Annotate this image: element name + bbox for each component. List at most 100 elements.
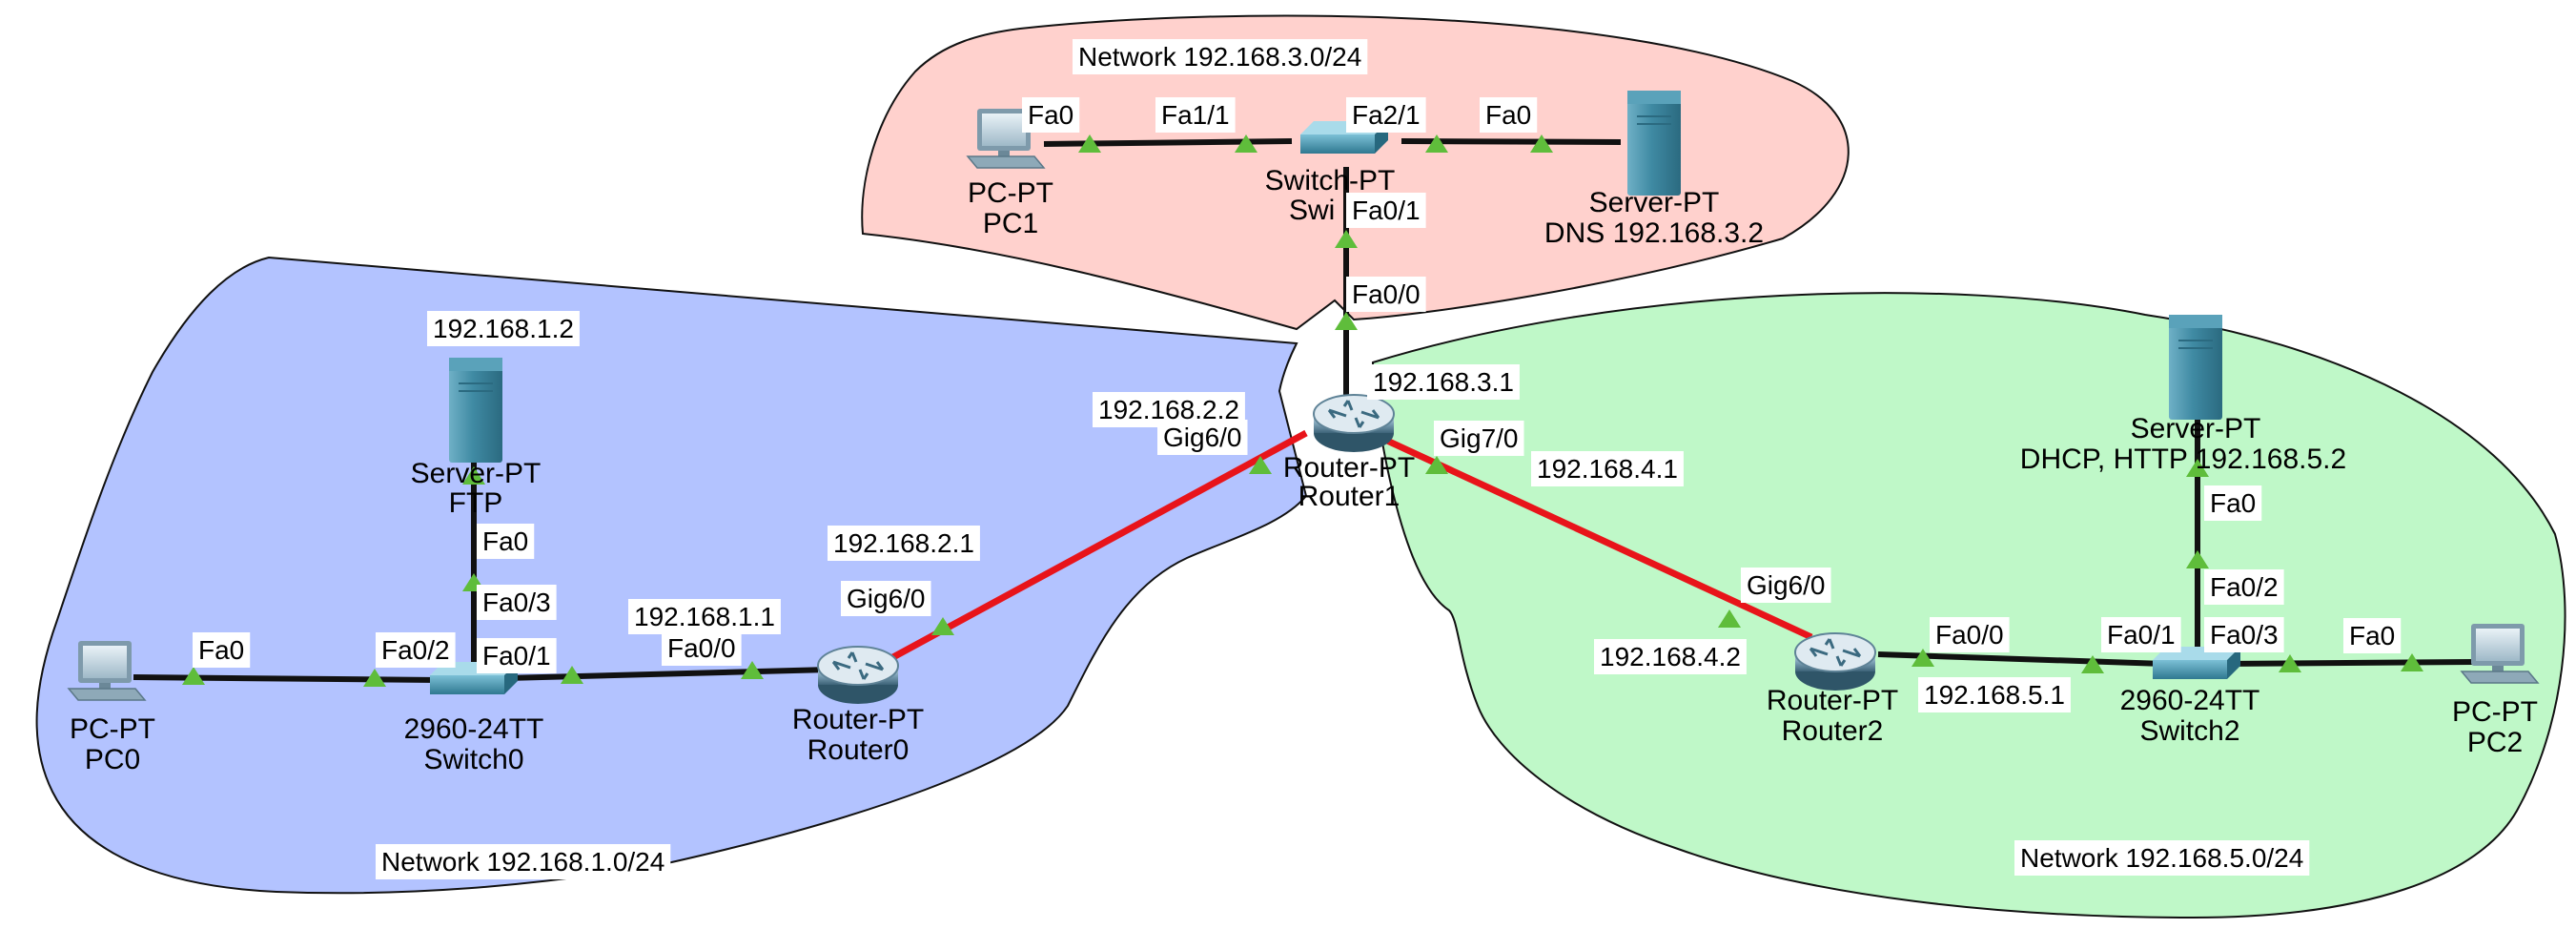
network-label-text: Network 192.168.3.0/24: [1078, 42, 1361, 72]
ip-label: 192.168.3.1: [1367, 364, 1520, 400]
device-name: Switch0: [423, 744, 523, 775]
port-up-triangle: [741, 661, 764, 679]
device-name: DNS 192.168.3.2: [1544, 217, 1764, 249]
serial-router1-router2[interactable]: [1385, 437, 1813, 641]
network-label-text: Network 192.168.5.0/24: [2020, 843, 2303, 873]
device-pc1[interactable]: PC-PT PC1: [967, 108, 1053, 239]
port-up-triangle: [1425, 456, 1448, 474]
cable-switch2-pc2[interactable]: [2220, 659, 2475, 667]
port-up-triangle: [2279, 654, 2301, 672]
router-icon[interactable]: [1312, 393, 1396, 454]
network-area-blue: [35, 256, 1308, 895]
port-label-text: Fa0/0: [1352, 279, 1421, 309]
port-label: Fa0: [2343, 618, 2402, 653]
server-tower-icon[interactable]: [2168, 314, 2223, 421]
ip-label: 192.168.4.1: [1531, 451, 1684, 486]
port-up-triangle: [561, 666, 583, 684]
ip-label: 192.168.1.2: [427, 311, 580, 346]
cable-pc0-switch0[interactable]: [133, 674, 440, 683]
network-area-label: Network 192.168.1.0/24: [376, 844, 671, 879]
network-area-label: Network 192.168.3.0/24: [1073, 39, 1368, 74]
port-label: Gig6/0: [1741, 568, 1831, 603]
ip-label-text: 192.168.4.1: [1537, 454, 1678, 484]
network-area-red: [861, 14, 1850, 331]
port-label: Fa1/1: [1155, 97, 1236, 133]
device-model: PC-PT: [70, 713, 155, 745]
device-server-dhcp[interactable]: Server-PT DHCP, HTTP 192.168.5.2: [2020, 314, 2346, 475]
device-model: 2960-24TT: [404, 713, 544, 745]
device-name: Router0: [808, 734, 910, 766]
router-icon[interactable]: [816, 645, 900, 706]
port-label-text: Gig6/0: [1747, 570, 1826, 600]
device-name: Switch2: [2139, 715, 2239, 747]
device-server-dns[interactable]: Server-PT DNS 192.168.3.2: [1544, 90, 1764, 249]
port-label: Fa0: [1480, 97, 1538, 133]
device-name: Router2: [1782, 715, 1884, 747]
device-name: PC1: [983, 208, 1038, 239]
port-label-text: Fa2/1: [1352, 100, 1421, 130]
port-up-triangle: [1912, 649, 1934, 667]
cable-pc1-switch1[interactable]: [1043, 138, 1293, 147]
device-switch0[interactable]: 2960-24TT Switch0: [404, 662, 544, 775]
port-label: Fa0/3: [2204, 617, 2284, 652]
port-label: Fa0/2: [376, 632, 456, 668]
port-up-triangle: [1249, 456, 1272, 474]
port-status-indicators: [182, 134, 2423, 687]
device-pc2[interactable]: PC-PT PC2: [2452, 623, 2539, 758]
port-label-text: Fa0/3: [2210, 620, 2279, 650]
network-area-green: [1371, 292, 2566, 919]
server-tower-icon[interactable]: [448, 357, 503, 464]
tag-labels: Network 192.168.1.0/24 Network 192.168.3…: [193, 39, 2402, 879]
ip-label-text: 192.168.3.1: [1373, 367, 1514, 397]
device-router2[interactable]: Router-PT Router2: [1767, 631, 1898, 747]
port-label: Gig6/0: [841, 581, 931, 616]
device-router1[interactable]: Router-PT Router1: [1283, 393, 1415, 512]
ip-label-text: 192.168.2.2: [1098, 395, 1239, 424]
port-label: Fa0/2: [2204, 569, 2284, 605]
port-label-text: Fa0/2: [381, 635, 450, 665]
ip-label-text: 192.168.5.1: [1924, 680, 2065, 710]
port-up-triangle: [1425, 134, 1448, 153]
device-model: Router-PT: [1767, 685, 1898, 716]
device-router0[interactable]: Router-PT Router0: [792, 645, 924, 766]
port-up-triangle: [2401, 653, 2423, 671]
port-label-text: Fa0/1: [2107, 620, 2176, 650]
device-model: Router-PT: [792, 704, 924, 735]
device-model: Router-PT: [1283, 452, 1415, 484]
ip-label: 192.168.2.1: [828, 526, 980, 561]
device-name: Swi: [1289, 195, 1335, 226]
port-label-text: Fa0: [2210, 488, 2256, 518]
ip-label-text: 192.168.4.2: [1600, 642, 1741, 671]
device-switch2[interactable]: 2960-24TT Switch2: [2120, 647, 2260, 747]
port-label-text: Fa1/1: [1161, 100, 1230, 130]
device-pc0[interactable]: PC-PT PC0: [68, 640, 155, 775]
port-label: Gig7/0: [1434, 421, 1524, 456]
device-model: PC-PT: [2452, 696, 2538, 728]
device-name: Router1: [1298, 481, 1400, 512]
port-label: Fa0: [193, 632, 251, 668]
port-label: Fa0/0: [1346, 277, 1426, 312]
port-label: Fa0/0: [662, 630, 742, 666]
server-tower-icon[interactable]: [1626, 90, 1682, 196]
ip-label-text: 192.168.1.2: [433, 314, 574, 343]
device-switch1[interactable]: Switch-PT Swi: [1265, 121, 1396, 226]
device-model: Switch-PT: [1265, 165, 1396, 196]
port-label-text: Gig6/0: [1163, 423, 1242, 452]
serial-router0-router1[interactable]: [889, 429, 1308, 662]
port-label-text: Fa0/1: [482, 641, 551, 671]
port-up-triangle: [2186, 459, 2209, 477]
port-up-triangle: [1335, 230, 1358, 248]
ip-label: 192.168.5.1: [1918, 677, 2071, 712]
router-icon[interactable]: [1793, 631, 1877, 692]
port-label: Fa0/1: [2101, 617, 2181, 652]
port-label: Fa0/1: [1346, 193, 1426, 228]
device-model: PC-PT: [968, 177, 1053, 209]
device-name: PC0: [85, 744, 140, 775]
port-up-triangle: [462, 466, 485, 485]
port-label-text: Fa0: [1028, 100, 1073, 130]
device-server-ftp[interactable]: Server-PT FTP: [411, 357, 542, 519]
cable-switch0-router0[interactable]: [504, 667, 830, 681]
port-up-triangle: [931, 617, 954, 635]
port-label: Fa0: [477, 524, 535, 559]
